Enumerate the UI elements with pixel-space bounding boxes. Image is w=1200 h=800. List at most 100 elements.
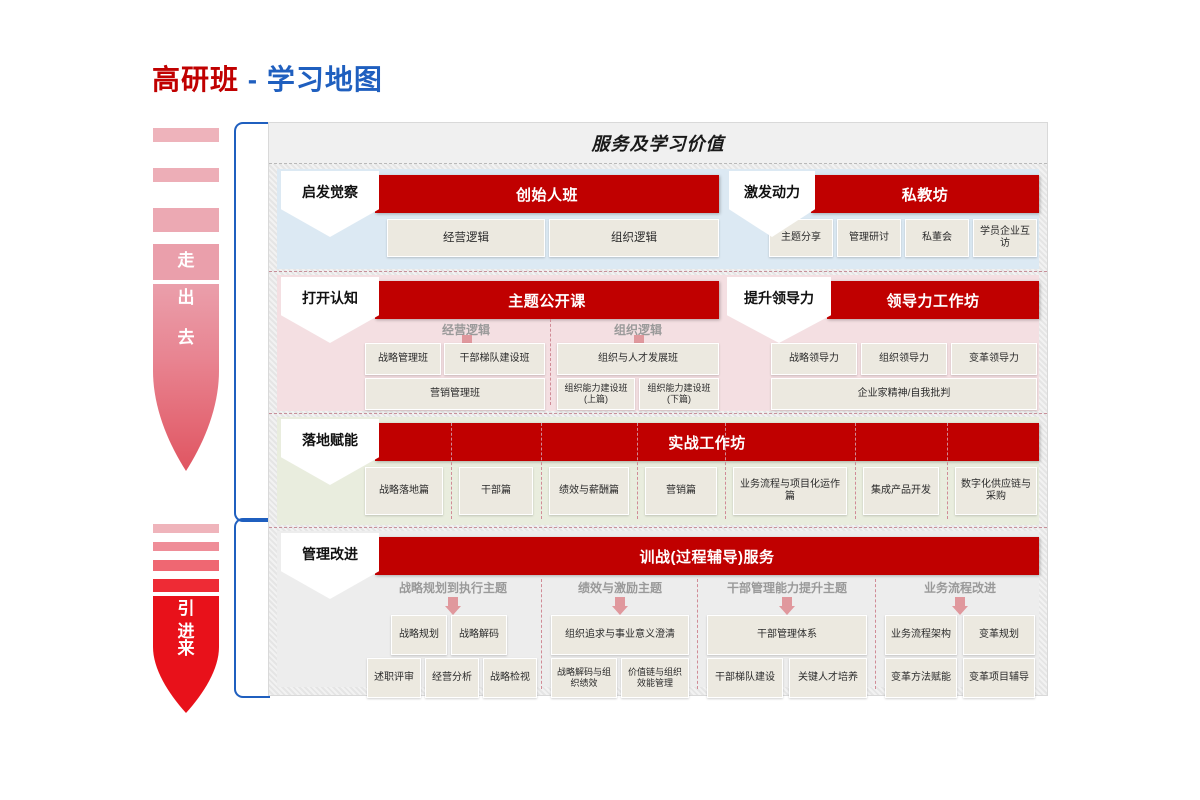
cell-label: 经营逻辑 bbox=[443, 231, 489, 244]
band-separator bbox=[269, 527, 1047, 528]
cell-practice-1[interactable]: 干部篇 bbox=[459, 467, 533, 515]
header-practice-workshop[interactable]: 实战工作坊 bbox=[375, 423, 1039, 461]
cell-g0-bot-2[interactable]: 战略检视 bbox=[483, 658, 537, 698]
cell-g3-bot-0[interactable]: 变革方法赋能 bbox=[885, 658, 957, 698]
cell-g2-bot-0[interactable]: 干部梯队建设 bbox=[707, 658, 783, 698]
cell-g0-top-0[interactable]: 战略规划 bbox=[391, 615, 447, 655]
header-label: 领导力工作坊 bbox=[886, 292, 980, 310]
tag-label: 提升领导力 bbox=[744, 290, 814, 306]
cell-g1-top-0[interactable]: 组织追求与事业意义澄清 bbox=[551, 615, 689, 655]
cell-open-course-3[interactable]: 组织与人才发展班 bbox=[557, 343, 719, 375]
tag-label: 落地赋能 bbox=[302, 432, 358, 448]
down-arrow-icon bbox=[952, 597, 968, 615]
cell-founder-1[interactable]: 组织逻辑 bbox=[549, 219, 719, 257]
arrow-bring-in: 引 进 来 bbox=[150, 524, 222, 715]
cell-label: 企业家精神/自我批判 bbox=[857, 387, 951, 399]
cell-coaching-3[interactable]: 学员企业互访 bbox=[973, 219, 1037, 257]
cell-practice-5[interactable]: 集成产品开发 bbox=[863, 467, 939, 515]
cell-g0-bot-0[interactable]: 述职评审 bbox=[367, 658, 421, 698]
cell-coaching-2[interactable]: 私董会 bbox=[905, 219, 969, 257]
arrow-go-out-char-1: 出 bbox=[177, 288, 195, 307]
cell-practice-0[interactable]: 战略落地篇 bbox=[365, 467, 443, 515]
cell-label: 战略检视 bbox=[490, 671, 530, 683]
page-title-red: 高研班 bbox=[152, 64, 240, 95]
cell-label: 述职评审 bbox=[374, 671, 414, 683]
cell-leadership-1[interactable]: 组织领导力 bbox=[861, 343, 947, 375]
cell-label: 干部管理体系 bbox=[757, 628, 817, 640]
arrow-bring-in-shaft: 引 进 bbox=[153, 596, 219, 642]
learning-map-board: 服务及学习价值 启发觉察 创始人班 经营逻辑 组织逻辑 激发动力 私教坊 主题分… bbox=[268, 122, 1048, 698]
board-banner-label: 服务及学习价值 bbox=[591, 134, 725, 154]
cell-g2-bot-1[interactable]: 关键人才培养 bbox=[789, 658, 867, 698]
cell-practice-4[interactable]: 业务流程与项目化运作篇 bbox=[733, 467, 847, 515]
cell-label: 经营分析 bbox=[432, 671, 472, 683]
header-label: 主题公开课 bbox=[508, 292, 586, 310]
arrow-go-out-head bbox=[153, 363, 219, 471]
cell-leadership-0[interactable]: 战略领导力 bbox=[771, 343, 857, 375]
header-training-service[interactable]: 训战(过程辅导)服务 bbox=[375, 537, 1039, 575]
cell-open-course-2[interactable]: 营销管理班 bbox=[365, 378, 545, 410]
arrow-bring-in-head bbox=[153, 641, 219, 713]
cell-practice-3[interactable]: 营销篇 bbox=[645, 467, 717, 515]
down-arrow-icon bbox=[445, 597, 461, 615]
cell-coaching-0[interactable]: 主题分享 bbox=[769, 219, 833, 257]
cell-open-course-5[interactable]: 组织能力建设班(下篇) bbox=[639, 378, 719, 410]
tag-label: 激发动力 bbox=[744, 184, 800, 200]
cell-practice-6[interactable]: 数字化供应链与采购 bbox=[955, 467, 1037, 515]
cell-g3-top-0[interactable]: 业务流程架构 bbox=[885, 615, 957, 655]
header-private-coaching[interactable]: 私教坊 bbox=[811, 175, 1039, 213]
cell-label: 干部梯队建设 bbox=[715, 671, 775, 683]
header-founder-class[interactable]: 创始人班 bbox=[375, 175, 719, 213]
group-divider bbox=[725, 423, 726, 519]
cell-g3-bot-1[interactable]: 变革项目辅导 bbox=[963, 658, 1035, 698]
group-label-org-logic: 组织逻辑 bbox=[613, 323, 662, 337]
cell-label: 私董会 bbox=[922, 231, 952, 243]
cell-label: 业务流程架构 bbox=[891, 628, 951, 640]
header-leadership-workshop[interactable]: 领导力工作坊 bbox=[827, 281, 1039, 319]
page-title: 高研班 - 学习地图 bbox=[152, 58, 383, 98]
arrow-tick bbox=[153, 579, 219, 592]
cell-label: 战略解码 bbox=[459, 628, 499, 640]
cell-leadership-2[interactable]: 变革领导力 bbox=[951, 343, 1037, 375]
arrow-tick bbox=[153, 524, 219, 533]
cell-g0-bot-1[interactable]: 经营分析 bbox=[425, 658, 479, 698]
cell-label: 组织领导力 bbox=[879, 352, 929, 364]
cell-g3-top-1[interactable]: 变革规划 bbox=[963, 615, 1035, 655]
group-divider bbox=[541, 579, 542, 689]
cell-g2-top-0[interactable]: 干部管理体系 bbox=[707, 615, 867, 655]
cell-leadership-3[interactable]: 企业家精神/自我批判 bbox=[771, 378, 1037, 410]
header-open-course[interactable]: 主题公开课 bbox=[375, 281, 719, 319]
arrow-tick bbox=[153, 208, 219, 232]
cell-label: 变革项目辅导 bbox=[969, 671, 1029, 683]
page-title-blue: - 学习地图 bbox=[247, 64, 383, 95]
cell-open-course-4[interactable]: 组织能力建设班(上篇) bbox=[557, 378, 635, 410]
cell-label: 战略管理班 bbox=[378, 352, 428, 364]
cell-open-course-0[interactable]: 战略管理班 bbox=[365, 343, 441, 375]
arrow-bring-in-char-1: 进 bbox=[177, 622, 195, 641]
group-divider bbox=[875, 579, 876, 689]
group-divider bbox=[855, 423, 856, 519]
tag-label: 启发觉察 bbox=[302, 184, 358, 200]
header-label: 实战工作坊 bbox=[668, 434, 746, 452]
cell-label: 战略解码与组织绩效 bbox=[556, 667, 611, 688]
cell-label: 绩效与薪酬篇 bbox=[559, 484, 619, 496]
cell-coaching-1[interactable]: 管理研讨 bbox=[837, 219, 901, 257]
cell-g1-bot-0[interactable]: 战略解码与组织绩效 bbox=[551, 658, 617, 698]
tag-label: 管理改进 bbox=[302, 546, 358, 562]
cell-open-course-1[interactable]: 干部梯队建设班 bbox=[444, 343, 545, 375]
band-separator bbox=[269, 413, 1047, 414]
arrow-tick bbox=[153, 168, 219, 182]
cell-g1-bot-1[interactable]: 价值链与组织效能管理 bbox=[621, 658, 689, 698]
cell-practice-2[interactable]: 绩效与薪酬篇 bbox=[549, 467, 629, 515]
bracket-go-out bbox=[234, 122, 270, 522]
arrow-go-out: 走 出 去 bbox=[150, 128, 222, 473]
down-arrow-icon bbox=[612, 597, 628, 615]
group-label-business-logic: 经营逻辑 bbox=[441, 323, 490, 337]
cell-g0-top-1[interactable]: 战略解码 bbox=[451, 615, 507, 655]
group-divider bbox=[451, 423, 452, 519]
arrow-tick: 走 bbox=[153, 244, 219, 280]
cell-founder-0[interactable]: 经营逻辑 bbox=[387, 219, 545, 257]
arrow-go-out-shaft: 出 去 bbox=[153, 284, 219, 364]
cell-label: 集成产品开发 bbox=[871, 484, 931, 496]
